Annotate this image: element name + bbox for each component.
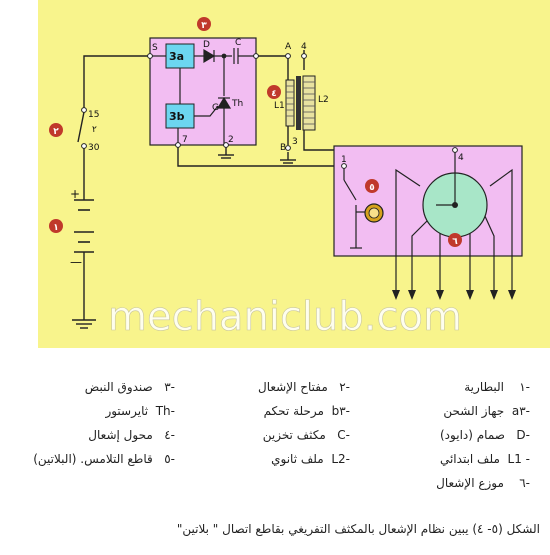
circuit-svg: mechaniclub.com bbox=[38, 0, 550, 348]
legend-item: -C مكثف تخزين bbox=[262, 428, 350, 442]
label-3: 3 bbox=[292, 137, 298, 147]
label-a: A bbox=[285, 42, 292, 52]
legend-item: -٦ موزع الإشعال bbox=[436, 476, 530, 490]
marker-5: ٥ bbox=[369, 183, 375, 193]
label-th: Th bbox=[231, 99, 243, 109]
marker-1: ١ bbox=[53, 223, 59, 233]
charging-unit-3a bbox=[165, 43, 195, 69]
ignition-switch-lever bbox=[77, 111, 85, 143]
marker-3: ٣ bbox=[201, 21, 207, 31]
control-stage-3b bbox=[165, 103, 195, 129]
label-4-top: 4 bbox=[301, 42, 307, 52]
wire-switch-to-s bbox=[83, 55, 150, 108]
legend-item: -b٣ مرحلة تحكم bbox=[263, 404, 350, 418]
label-c: C bbox=[235, 38, 241, 48]
legend-item: -a٣ جهاز الشحن bbox=[443, 404, 530, 418]
label-15: 15 bbox=[88, 110, 99, 120]
label-switch-num: ٢ bbox=[92, 125, 97, 135]
label-d: D bbox=[203, 40, 210, 50]
label-dist-4: 4 bbox=[458, 153, 464, 163]
spark-plug-arrows bbox=[392, 290, 516, 300]
marker-4: ٤ bbox=[271, 89, 277, 99]
legend: -١ البطارية -a٣ جهاز الشحن -D صمام (دايو… bbox=[0, 370, 550, 490]
label-dist-1: 1 bbox=[341, 155, 347, 165]
label-2: 2 bbox=[228, 135, 234, 145]
primary-coil-l1 bbox=[285, 79, 295, 127]
marker-1-circle bbox=[49, 219, 63, 233]
legend-item: -٢ مفتاح الإشعال bbox=[258, 380, 350, 394]
ignition-circuit-diagram: mechaniclub.com bbox=[38, 0, 550, 348]
watermark-text: mechaniclub.com bbox=[108, 294, 462, 340]
figure-caption: الشكل (٥- ٤) يبين نظام الإشعال بالمكثف ا… bbox=[176, 522, 540, 536]
marker-5-circle bbox=[365, 179, 379, 193]
label-l1: L1 bbox=[274, 101, 285, 111]
label-g: G bbox=[212, 103, 219, 113]
label-plus: + bbox=[70, 187, 80, 201]
label-b: B bbox=[280, 143, 286, 153]
marker-6-circle bbox=[448, 233, 462, 247]
secondary-coil-l2 bbox=[302, 75, 316, 131]
label-s: S bbox=[152, 43, 158, 53]
marker-6: ٦ bbox=[452, 237, 458, 247]
legend-item: -Th ثايرستور bbox=[105, 404, 175, 418]
battery-symbol bbox=[74, 199, 94, 253]
coil-core bbox=[296, 76, 301, 130]
legend-item: -١ البطارية bbox=[464, 380, 530, 394]
marker-2-circle bbox=[49, 123, 63, 137]
contact-breaker-arm bbox=[343, 179, 357, 201]
label-l2: L2 bbox=[318, 95, 329, 105]
legend-item: - L1 ملف ابتدائي bbox=[439, 452, 530, 466]
marker-4-circle bbox=[267, 85, 281, 99]
legend-item: -٥ قاطع التلامس. (البلاتين) bbox=[33, 452, 175, 466]
label-3b: 3b bbox=[169, 110, 185, 123]
label-3a: 3a bbox=[169, 50, 184, 63]
legend-item: -٣ صندوق النبض bbox=[84, 380, 175, 394]
marker-2: ٢ bbox=[53, 127, 59, 137]
label-30: 30 bbox=[88, 143, 100, 153]
label-minus: — bbox=[70, 255, 82, 269]
marker-3-circle bbox=[197, 17, 211, 31]
legend-item: -٤ محول إشعال bbox=[88, 428, 175, 442]
diode-d bbox=[203, 48, 216, 64]
label-7: 7 bbox=[182, 135, 188, 145]
wire-7-to-breaker bbox=[177, 145, 344, 167]
legend-item: -D صمام (دايود) bbox=[440, 428, 530, 442]
legend-item: -L2 ملف ثانوي bbox=[271, 452, 350, 466]
